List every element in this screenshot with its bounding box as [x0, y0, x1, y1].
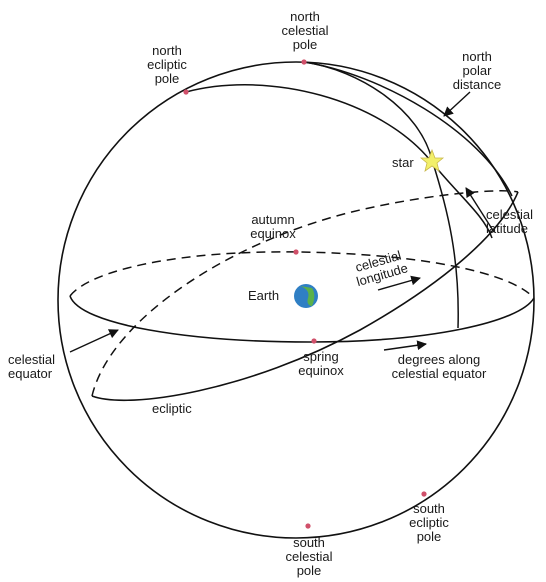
label-north-ecliptic-pole: north ecliptic pole [147, 43, 187, 86]
south-ecliptic-pole-marker [421, 491, 427, 497]
label-north-celestial-pole: north celestial pole [281, 9, 329, 52]
label-degrees-along-celestial-equator: degrees along celestial equator [391, 352, 487, 381]
celestial-equator-arrow [69, 329, 119, 353]
label-autumn-equinox: autumn equinox [250, 212, 296, 241]
ecliptic-front [91, 191, 519, 402]
degrees-along-arrow [383, 340, 427, 351]
celestial-longitude-arrow [377, 275, 421, 291]
meridian-ncp-star [303, 61, 459, 329]
celestial-sphere-outline [57, 61, 535, 539]
label-north-polar-distance: north polar distance [452, 49, 502, 92]
label-celestial-latitude: celestial latitude [486, 208, 533, 236]
north-polar-distance-arrow [443, 91, 471, 117]
star-icon [419, 148, 445, 172]
label-spring-equinox: spring equinox [298, 349, 344, 378]
celestial-equator-front [69, 295, 535, 343]
celestial-latitude-arrow [465, 187, 495, 233]
label-ecliptic: ecliptic [152, 401, 192, 416]
north-polar-distance-arc [303, 61, 513, 197]
label-south-ecliptic-pole: south ecliptic pole [409, 501, 449, 544]
ecliptic-back [91, 190, 519, 397]
meridian-ecliptic-pole-star [185, 84, 493, 239]
north-ecliptic-pole-marker [183, 89, 189, 95]
south-celestial-pole-marker [305, 523, 311, 529]
autumn-equinox-marker [293, 249, 299, 255]
earth-icon [294, 284, 318, 308]
label-south-celestial-pole: south celestial pole [285, 535, 333, 578]
north-celestial-pole-marker [301, 59, 307, 65]
spring-equinox-marker [311, 338, 317, 344]
label-celestial-equator: celestial equator [8, 352, 55, 381]
label-earth: Earth [248, 288, 280, 303]
label-star: star [392, 155, 414, 170]
